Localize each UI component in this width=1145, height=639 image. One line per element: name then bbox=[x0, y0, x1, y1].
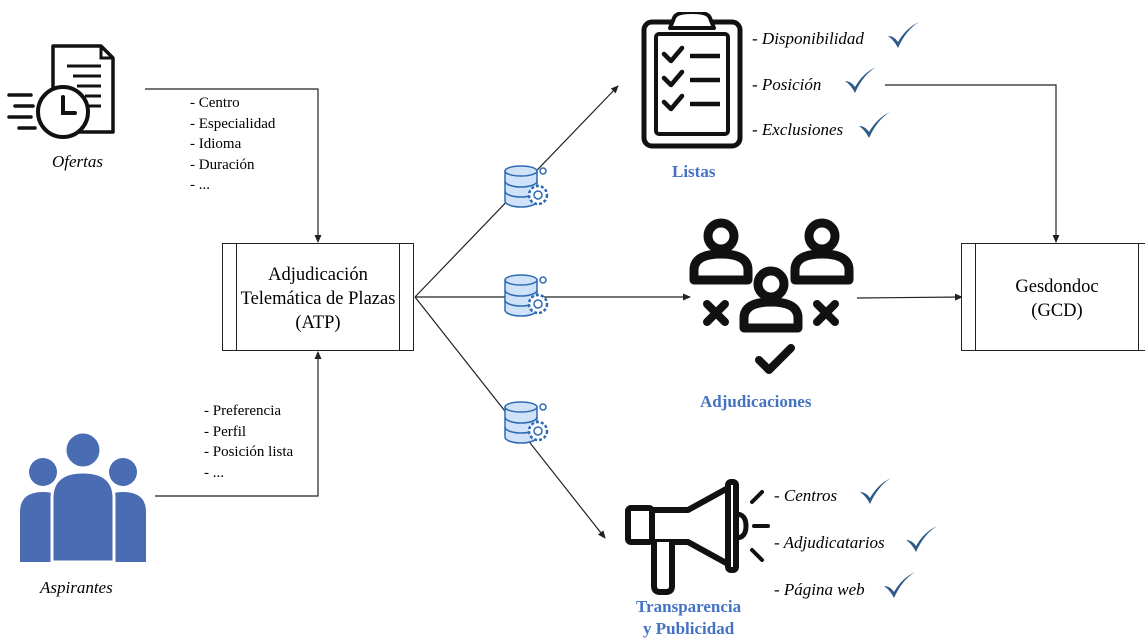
aspirantes-field: - ... bbox=[204, 464, 224, 481]
listas-item: - Posición bbox=[752, 75, 822, 94]
transparencia-item: - Página web bbox=[774, 580, 865, 599]
ofertas-field: - Idioma bbox=[190, 136, 242, 152]
aspirantes-field-list: - Preferencia - Perfil - Posición lista … bbox=[204, 401, 293, 483]
clipboard-checklist-icon bbox=[641, 12, 743, 149]
aspirantes-label: Aspirantes bbox=[40, 578, 113, 597]
adjudicaciones-to-gcd-connector bbox=[856, 293, 963, 301]
atp-title-line: Telemática de Plazas bbox=[240, 289, 396, 309]
checkmark-icon bbox=[906, 526, 937, 552]
ofertas-field: - Especialidad bbox=[190, 115, 276, 132]
ofertas-field-list: - Centro - Especialidad - Idioma - Durac… bbox=[190, 93, 275, 196]
document-clock-icon bbox=[7, 44, 115, 139]
ofertas-to-atp-connector bbox=[145, 88, 322, 243]
transparencia-item: - Adjudicatarios bbox=[774, 533, 885, 552]
aspirantes-field: - Perfil bbox=[204, 423, 247, 440]
gcd-title-line: Gesdondoc bbox=[1015, 277, 1099, 297]
listas-item: - Exclusiones bbox=[752, 120, 844, 139]
atp-title-line: (ATP) bbox=[295, 313, 341, 333]
aspirantes-field: - Posición lista bbox=[204, 444, 294, 460]
checkmark-icon bbox=[859, 112, 890, 138]
aspirantes-to-atp-connector bbox=[155, 351, 322, 497]
people-group-icon bbox=[20, 432, 146, 562]
listas-label: Listas bbox=[672, 162, 716, 181]
database-gear-icon bbox=[504, 165, 549, 208]
database-gear-icon bbox=[504, 401, 549, 444]
adjudicaciones-label: Adjudicaciones bbox=[700, 392, 812, 411]
checkmark-icon bbox=[860, 478, 891, 504]
megaphone-icon bbox=[625, 479, 770, 595]
gcd-process-box: Gesdondoc (GCD) bbox=[961, 243, 1145, 351]
transparencia-label-line: Transparencia bbox=[636, 597, 742, 616]
checkmark-icon bbox=[884, 572, 915, 598]
listas-item: - Disponibilidad bbox=[752, 29, 864, 48]
ofertas-field: - ... bbox=[190, 177, 210, 193]
users-allocation-icon bbox=[689, 218, 854, 374]
atp-process-box: Adjudicación Telemática de Plazas (ATP) bbox=[222, 243, 414, 351]
checkmark-icon bbox=[888, 22, 919, 48]
listas-to-gcd-connector bbox=[885, 84, 1060, 243]
transparencia-item: - Centros bbox=[774, 486, 838, 505]
ofertas-label: Ofertas bbox=[52, 152, 103, 171]
transparencia-label: Transparencia y Publicidad bbox=[636, 596, 741, 639]
gcd-title-line: (GCD) bbox=[1031, 301, 1083, 321]
database-gear-icon bbox=[504, 274, 549, 317]
ofertas-field: - Duración bbox=[190, 156, 255, 173]
ofertas-field: - Centro bbox=[190, 95, 240, 111]
aspirantes-field: - Preferencia bbox=[204, 403, 282, 419]
transparencia-label-line: y Publicidad bbox=[642, 619, 735, 638]
checkmark-icon bbox=[845, 67, 876, 93]
atp-title-line: Adjudicación bbox=[268, 265, 368, 285]
